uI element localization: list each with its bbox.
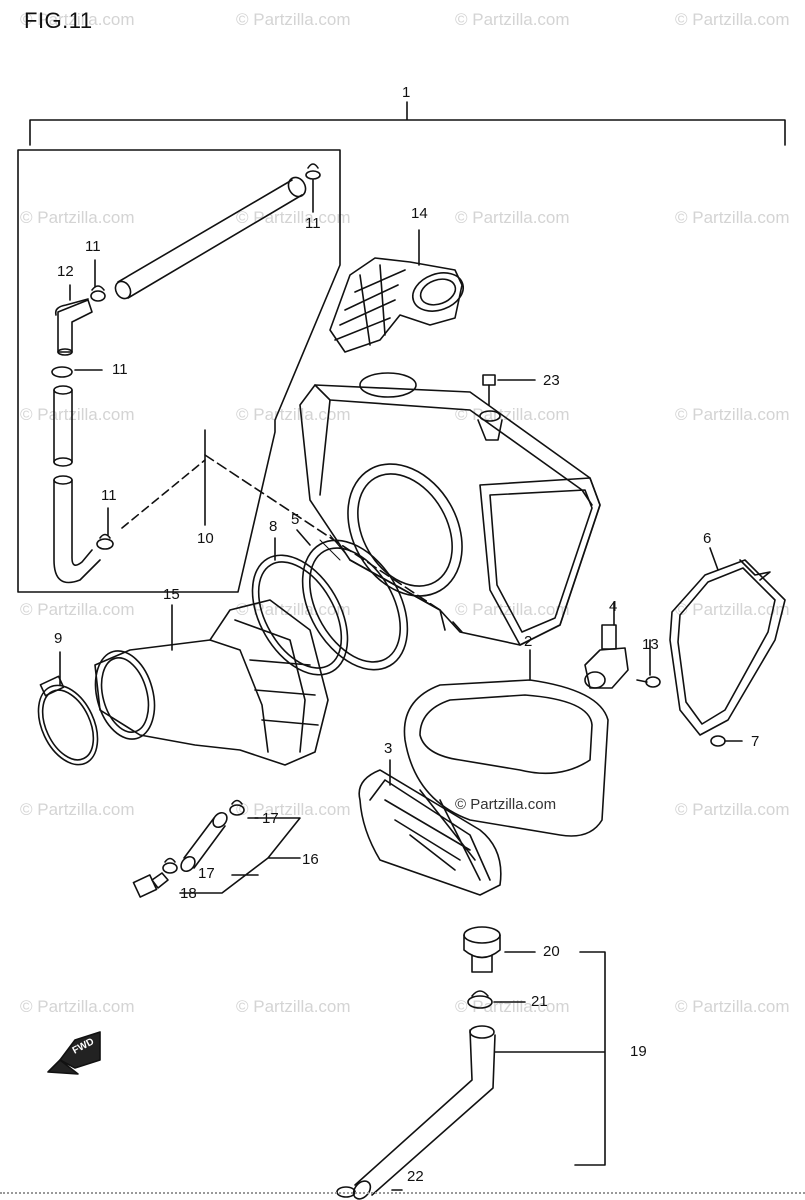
clamp-9 — [37, 675, 99, 766]
drain-cap-20 — [463, 926, 501, 973]
watermark: © Partzilla.com — [455, 997, 570, 1016]
ring-8 — [251, 554, 349, 676]
clip-17-lower — [162, 857, 178, 874]
breather-pipe-upper — [114, 176, 307, 300]
watermark: © Partzilla.com — [20, 405, 135, 424]
screw-13 — [636, 676, 661, 688]
callout-10: 10 — [197, 530, 214, 547]
callout-14: 14 — [411, 205, 428, 222]
dashline-10b — [204, 454, 441, 611]
watermark: © Partzilla.com — [236, 208, 351, 227]
watermark: © Partzilla.com — [20, 997, 135, 1016]
clip-elbow — [90, 285, 106, 302]
drain-hose-19 — [352, 1025, 496, 1200]
callout-11-elbow: 11 — [85, 238, 101, 255]
watermark: © Partzilla.com — [20, 208, 135, 227]
assembly-bracket — [29, 101, 786, 146]
watermark: © Partzilla.com — [675, 405, 790, 424]
callout-15: 15 — [163, 586, 180, 603]
callout-22: 22 — [407, 1168, 424, 1185]
callout-4: 4 — [609, 598, 618, 615]
watermark: © Partzilla.com — [236, 10, 351, 29]
breather-kit-outline — [17, 149, 341, 593]
callout-2: 2 — [524, 633, 533, 650]
footer-border — [0, 1192, 805, 1200]
air-duct-upper — [329, 257, 464, 353]
leader-16-group — [179, 817, 301, 894]
case-cover — [669, 559, 786, 736]
watermark: © Partzilla.com — [675, 208, 790, 227]
callout-1: 1 — [402, 84, 411, 101]
bolt-23 — [482, 374, 496, 406]
watermark-main: © Partzilla.com — [455, 796, 557, 813]
clip-middle — [51, 366, 73, 378]
callout-12: 12 — [57, 263, 74, 280]
filter-frame — [358, 769, 502, 896]
intake-boot — [94, 599, 329, 766]
watermark: © Partzilla.com — [236, 800, 351, 819]
callout-17-upper: 17 — [262, 810, 279, 827]
watermark: © Partzilla.com — [675, 600, 790, 619]
callout-3: 3 — [384, 740, 393, 757]
watermark: © Partzilla.com — [236, 600, 351, 619]
watermark: © Partzilla.com — [675, 10, 790, 29]
callout-16: 16 — [302, 851, 319, 868]
callout-11-lower: 11 — [101, 487, 117, 504]
screw-7 — [710, 735, 743, 747]
callout-7: 7 — [751, 733, 760, 750]
fwd-arrow-icon — [47, 1031, 101, 1075]
short-hose — [53, 385, 73, 467]
leader-19-bracket — [494, 951, 606, 1166]
watermark: © Partzilla.com — [236, 405, 351, 424]
callout-9: 9 — [54, 630, 63, 647]
figure-title: FIG.11 — [24, 8, 93, 33]
watermark: © Partzilla.com — [20, 800, 135, 819]
callout-8: 8 — [269, 518, 278, 535]
watermark: © Partzilla.com — [675, 800, 790, 819]
callout-11-top: 11 — [305, 215, 321, 232]
watermark: © Partzilla.com — [455, 600, 570, 619]
watermark: © Partzilla.com — [20, 10, 135, 29]
watermark: © Partzilla.com — [455, 208, 570, 227]
air-cleaner-case — [299, 372, 601, 646]
watermark: © Partzilla.com — [675, 997, 790, 1016]
callout-18: 18 — [180, 885, 197, 902]
clip-upper — [305, 163, 321, 180]
elbow-fitting — [54, 298, 93, 356]
drain-hose-small — [180, 811, 228, 873]
bent-hose — [53, 475, 101, 584]
callout-19: 19 — [630, 1043, 647, 1060]
clip-21 — [467, 990, 493, 1009]
clip-17-upper — [229, 799, 245, 816]
filter-element — [403, 679, 609, 837]
leader-5 — [296, 529, 311, 546]
gasket-5 — [301, 534, 409, 671]
leader-6 — [709, 547, 719, 571]
callout-23: 23 — [543, 372, 560, 389]
callout-17-lower: 17 — [198, 865, 215, 882]
callout-5: 5 — [291, 511, 300, 528]
watermark: © Partzilla.com — [455, 10, 570, 29]
callout-6: 6 — [703, 530, 712, 547]
callout-20: 20 — [543, 943, 560, 960]
callout-11-middle: 11 — [112, 361, 128, 378]
dashline-10a — [121, 459, 206, 529]
watermark: © Partzilla.com — [20, 600, 135, 619]
drain-plug-18 — [132, 872, 169, 898]
clip-lower — [96, 533, 114, 550]
callout-21: 21 — [531, 993, 548, 1010]
watermark: © Partzilla.com — [236, 997, 351, 1016]
callout-13: 13 — [642, 636, 659, 653]
grommet-4 — [584, 624, 629, 689]
